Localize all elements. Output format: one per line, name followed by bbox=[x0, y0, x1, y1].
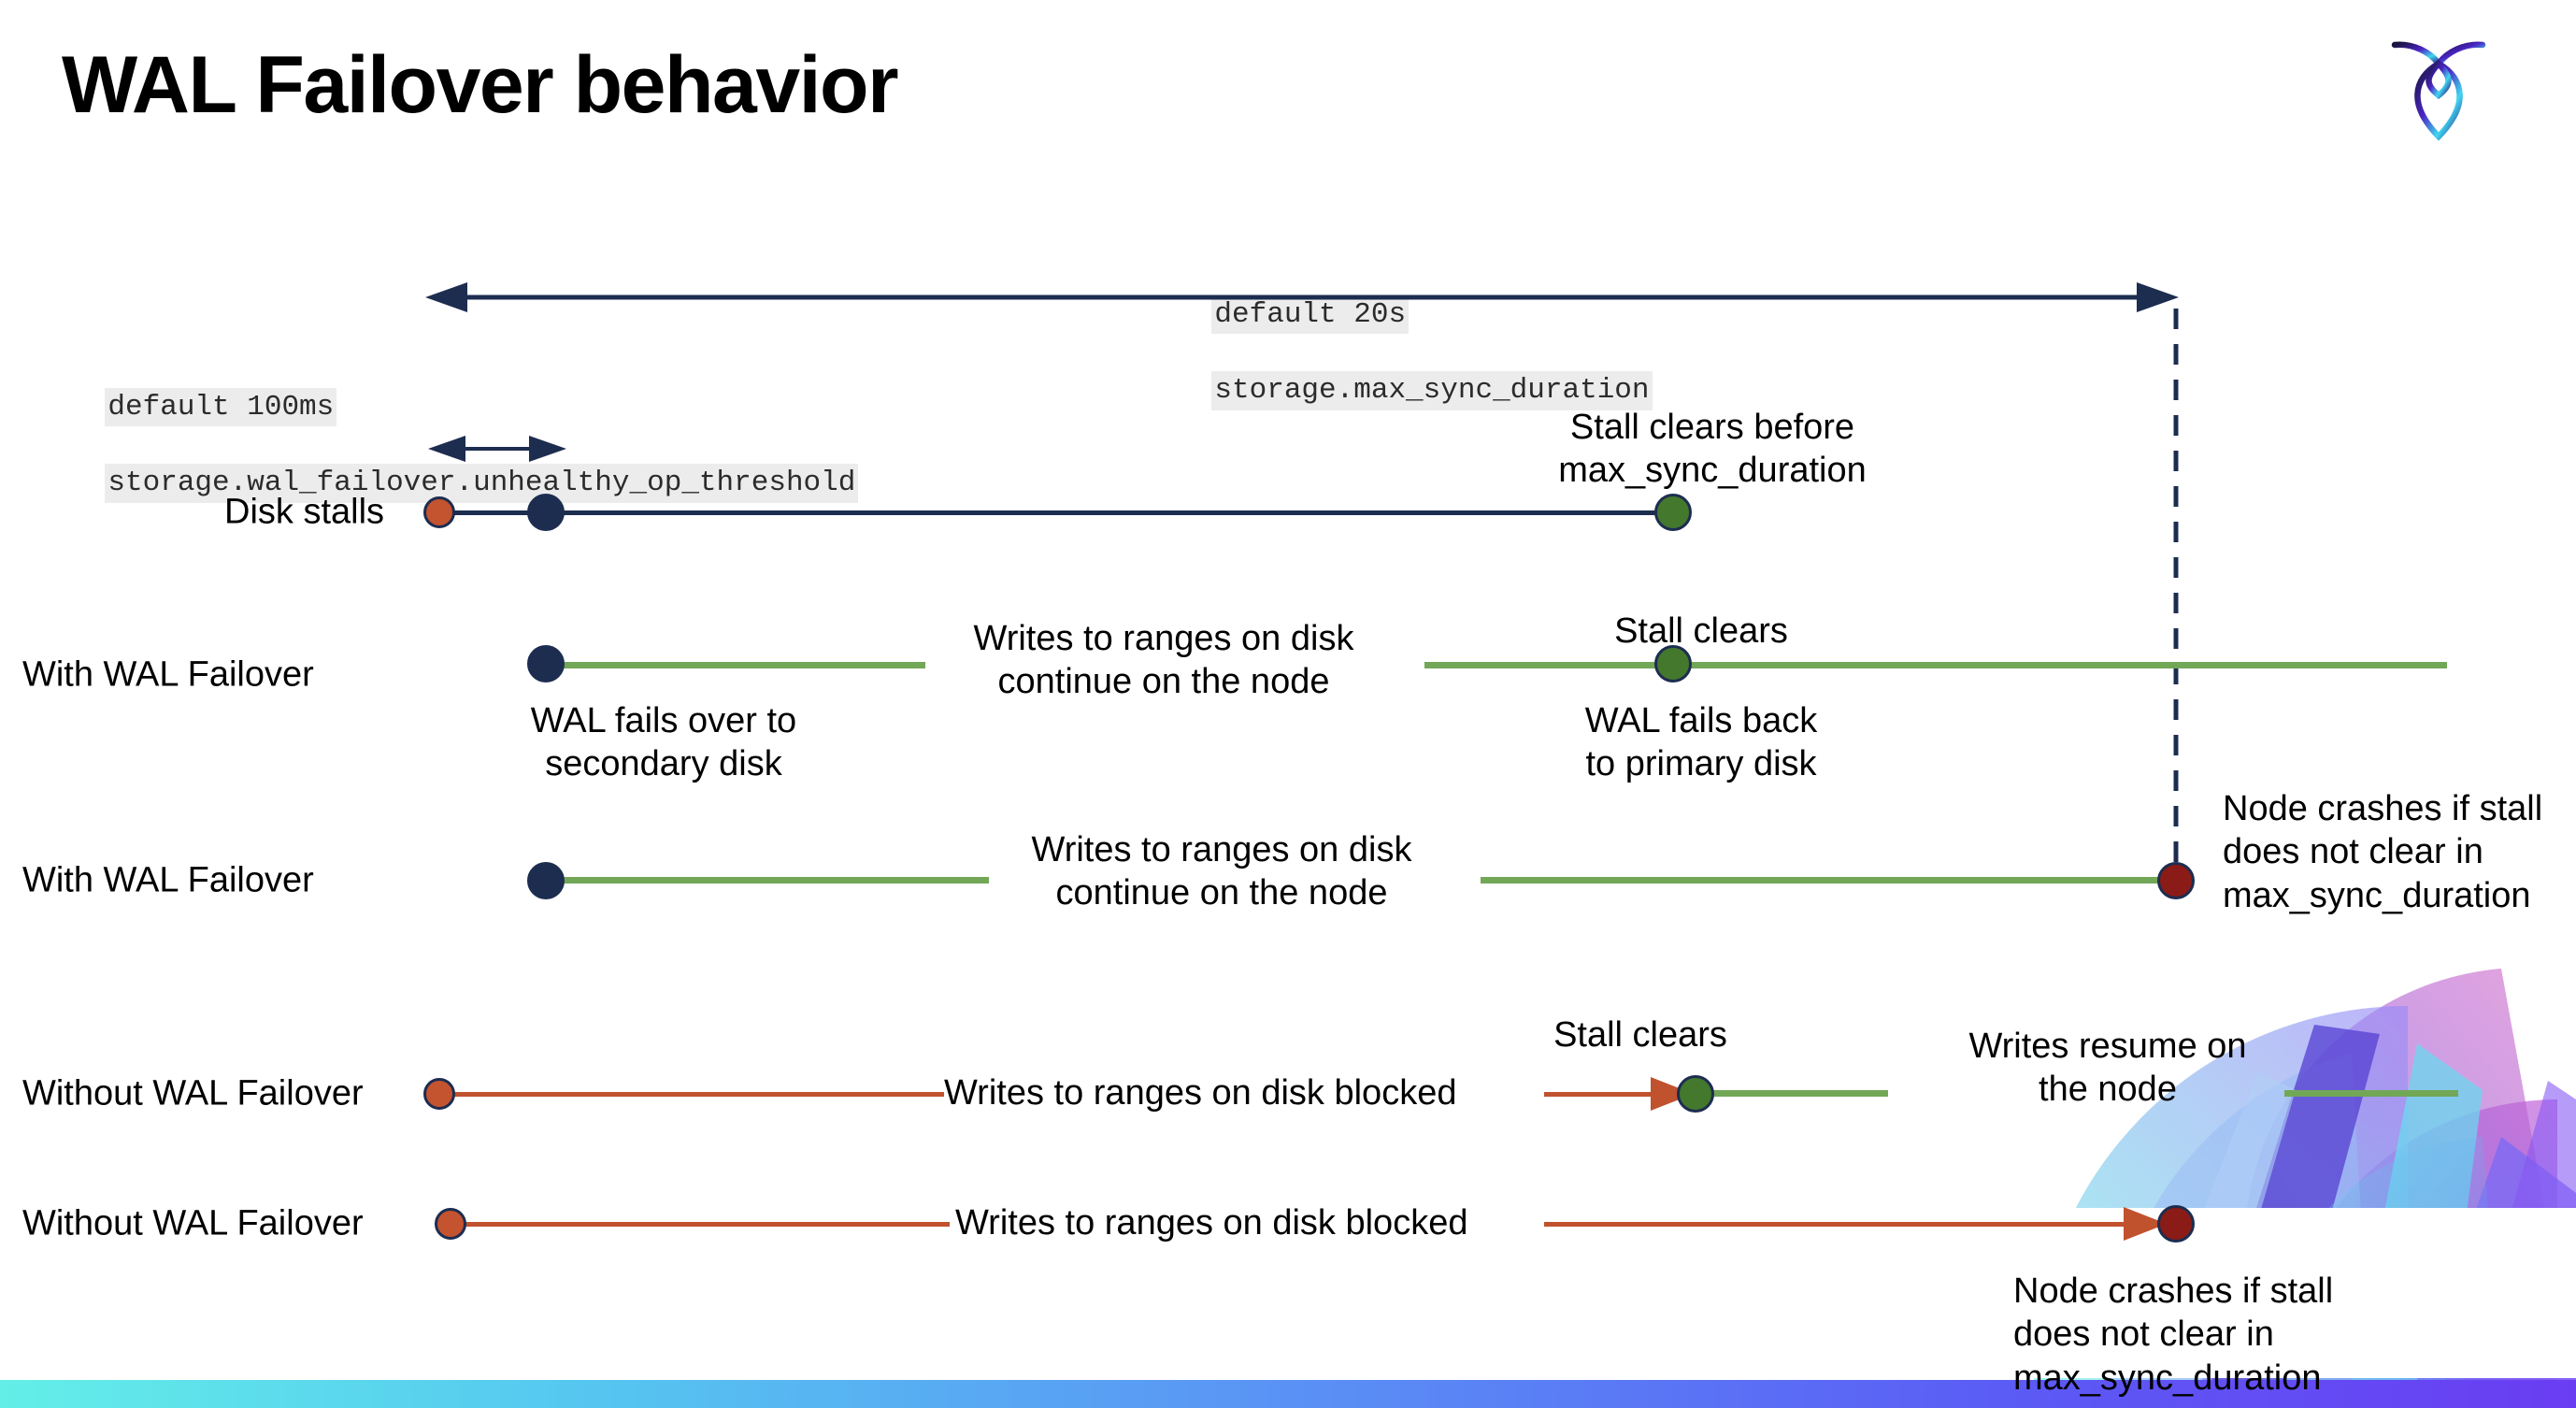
stall-clear-marker[interactable] bbox=[1677, 1075, 1714, 1113]
cockroachdb-logo bbox=[2383, 26, 2494, 148]
wal-failover-crash-track-right bbox=[1481, 877, 2172, 884]
failover-marker[interactable] bbox=[527, 645, 565, 682]
blocked-track-2b bbox=[1544, 1222, 2131, 1227]
row-label-without-wal-failover-1: Without WAL Failover bbox=[22, 1073, 364, 1113]
stall-clear-marker[interactable] bbox=[1654, 494, 1692, 531]
crash-note-card bbox=[1961, 1208, 2576, 1378]
failover-marker[interactable] bbox=[527, 494, 565, 531]
row-label-with-wal-failover-2: With WAL Failover bbox=[22, 860, 314, 900]
note-stall-clears-1: Stall clears bbox=[1614, 611, 1788, 651]
max-sync-duration-setting: storage.max_sync_duration bbox=[1211, 371, 1653, 410]
wal-failover-crash-track-left bbox=[548, 877, 989, 884]
wal-failover-track-left bbox=[548, 662, 925, 668]
blocked-track-1a bbox=[439, 1092, 944, 1097]
note-wal-fails-over: WAL fails over to secondary disk bbox=[530, 701, 797, 784]
note-node-crashes-1: Node crashes if stall does not clear in … bbox=[2223, 789, 2543, 915]
disk-stalls-track bbox=[437, 510, 1671, 515]
wal-failover-track-right bbox=[1424, 662, 2447, 668]
page-title: WAL Failover behavior bbox=[62, 40, 899, 130]
blocked-track-2a bbox=[451, 1222, 950, 1227]
unhealthy-op-threshold-default: default 100ms bbox=[105, 387, 337, 427]
note-wal-fails-back: WAL fails back to primary disk bbox=[1584, 701, 1818, 784]
node-crash-marker[interactable] bbox=[2157, 1205, 2195, 1243]
max-sync-duration-chip: default 20s storage.max_sync_duration bbox=[1142, 258, 1653, 447]
stall-start-marker[interactable] bbox=[423, 1078, 455, 1110]
node-crash-marker[interactable] bbox=[2157, 862, 2195, 899]
note-writes-continue-2: Writes to ranges on disk continue on the… bbox=[1031, 830, 1412, 913]
stall-start-marker[interactable] bbox=[423, 496, 455, 528]
note-writes-continue-1: Writes to ranges on disk continue on the… bbox=[973, 619, 1354, 702]
stall-clear-marker[interactable] bbox=[1654, 645, 1692, 682]
note-writes-blocked-2: Writes to ranges on disk blocked bbox=[955, 1203, 1468, 1243]
note-stall-clears-2: Stall clears bbox=[1553, 1015, 1727, 1055]
bottom-gradient-bar bbox=[0, 1380, 2576, 1408]
unhealthy-op-threshold-chip: default 100ms storage.wal_failover.unhea… bbox=[36, 351, 859, 539]
note-stall-clears-before: Stall clears before max_sync_duration bbox=[1558, 408, 1867, 491]
row-label-disk-stalls: Disk stalls bbox=[224, 492, 385, 532]
max-sync-duration-default: default 20s bbox=[1211, 295, 1410, 335]
failover-marker[interactable] bbox=[527, 862, 565, 899]
note-writes-resume: Writes resume on the node bbox=[1968, 1027, 2247, 1110]
unhealthy-op-threshold-setting: storage.wal_failover.unhealthy_op_thresh… bbox=[105, 464, 859, 503]
blocked-track-1b bbox=[1544, 1092, 1656, 1097]
note-writes-blocked-1: Writes to ranges on disk blocked bbox=[944, 1073, 1457, 1113]
row-label-without-wal-failover-2: Without WAL Failover bbox=[22, 1203, 364, 1243]
note-node-crashes-2: Node crashes if stall does not clear in … bbox=[2013, 1272, 2334, 1398]
stall-start-marker[interactable] bbox=[435, 1208, 466, 1240]
row-label-with-wal-failover-1: With WAL Failover bbox=[22, 654, 314, 695]
resume-track-1a bbox=[1712, 1090, 1888, 1097]
resume-track-1b bbox=[2284, 1090, 2458, 1097]
